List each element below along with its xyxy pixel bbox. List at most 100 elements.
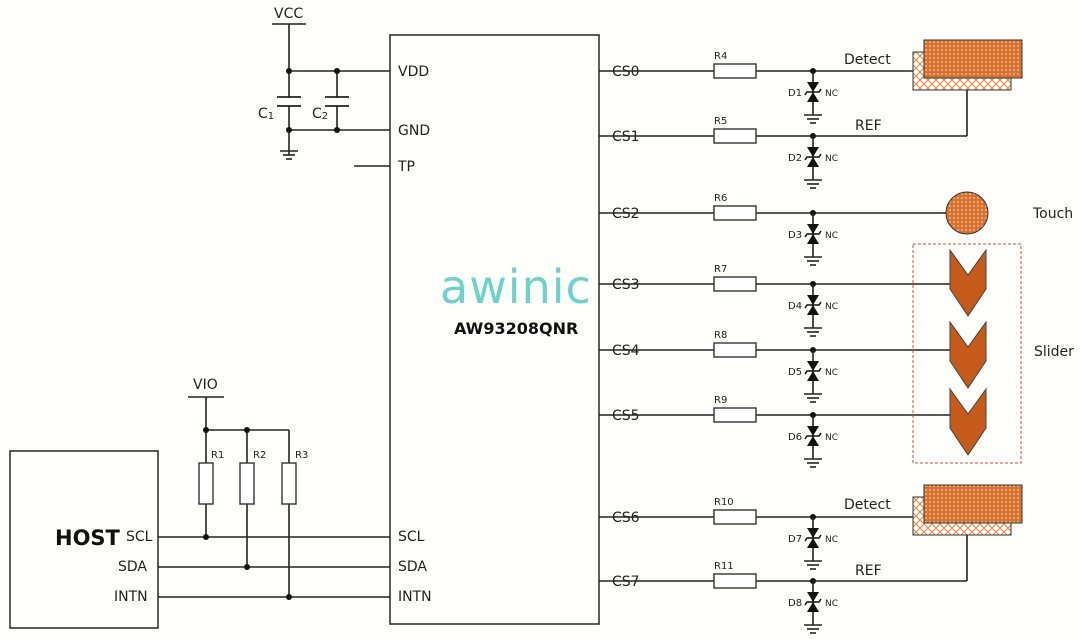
pin-cs6: CS6 — [612, 510, 640, 526]
ground-icon — [803, 560, 823, 570]
vcc-label: VCC — [274, 6, 303, 22]
ground-icon — [803, 327, 823, 337]
pin-cs2: CS2 — [612, 206, 640, 222]
resistor-r1 — [198, 462, 214, 505]
nc-label: NC — [825, 535, 838, 545]
pin-cs3: CS3 — [612, 277, 640, 293]
ground-icon — [803, 393, 823, 403]
slider-segment-3 — [949, 387, 987, 456]
ground-icon — [803, 114, 823, 124]
vio-label: VIO — [193, 377, 218, 393]
tvs-diode-icon — [804, 360, 822, 382]
tvs-diode-icon — [804, 591, 822, 613]
resistor-label: R5 — [714, 116, 727, 127]
diode-label: D5 — [788, 367, 802, 378]
slider-segment-1 — [949, 248, 987, 317]
diode-label: D4 — [788, 301, 802, 312]
resistor-label: R4 — [714, 51, 727, 62]
resistor-label: R8 — [714, 330, 727, 341]
diode-label: D2 — [788, 153, 802, 164]
ref-label-1: REF — [855, 118, 882, 134]
pin-cs5: CS5 — [612, 408, 640, 424]
chip-brand-logo: awinic — [440, 260, 592, 314]
host-label: HOST — [55, 526, 121, 550]
diode-label: D7 — [788, 534, 802, 545]
resistor-label: R10 — [714, 497, 734, 508]
ground-icon — [803, 179, 823, 189]
tvs-diode-icon — [804, 294, 822, 316]
host-pin-intn: INTN — [114, 589, 148, 605]
series-resistor — [713, 509, 757, 525]
ground-icon — [803, 624, 823, 634]
resistor-label: R11 — [714, 561, 734, 572]
series-resistor — [713, 63, 757, 79]
ref-label-2: REF — [855, 563, 882, 579]
tvs-diode-icon — [804, 223, 822, 245]
chip-part-number: AW93208QNR — [454, 319, 578, 338]
pin-intn: INTN — [398, 589, 432, 605]
host-box — [9, 450, 159, 629]
series-resistor — [713, 573, 757, 589]
pin-sda: SDA — [398, 559, 427, 575]
series-resistor — [713, 407, 757, 423]
r1-label: R1 — [211, 450, 224, 461]
nc-label: NC — [825, 368, 838, 378]
resistor-label: R9 — [714, 395, 727, 406]
diode-label: D6 — [788, 432, 802, 443]
r2-label: R2 — [253, 450, 266, 461]
host-pin-scl: SCL — [126, 529, 153, 545]
resistor-r3 — [281, 462, 297, 505]
r3-label: R3 — [295, 450, 308, 461]
nc-label: NC — [825, 89, 838, 99]
resistor-label: R7 — [714, 264, 727, 275]
resistor-r2 — [239, 462, 255, 505]
nc-label: NC — [825, 599, 838, 609]
touch-label: Touch — [1032, 206, 1073, 222]
nc-label: NC — [825, 154, 838, 164]
pin-cs0: CS0 — [612, 64, 640, 80]
series-resistor — [713, 205, 757, 221]
ground-icon — [803, 458, 823, 468]
detect-label-2: Detect — [844, 497, 891, 513]
touch-button-electrode — [945, 191, 989, 235]
chip-body — [389, 34, 600, 625]
nc-label: NC — [825, 433, 838, 443]
pin-tp: TP — [397, 159, 415, 175]
slider-label: Slider — [1034, 344, 1074, 360]
slider-segment-2 — [949, 320, 987, 389]
diode-label: D3 — [788, 230, 802, 241]
series-resistor — [713, 128, 757, 144]
tvs-diode-icon — [804, 81, 822, 103]
detect-label-1: Detect — [844, 52, 891, 68]
host-pin-sda: SDA — [118, 559, 147, 575]
slider-outline — [912, 243, 1022, 464]
series-resistor — [713, 276, 757, 292]
diode-label: D1 — [788, 88, 802, 99]
pin-gnd: GND — [398, 123, 430, 139]
tvs-diode-icon — [804, 146, 822, 168]
detect-electrode-2 — [923, 484, 1023, 524]
nc-label: NC — [825, 302, 838, 312]
c1-label: C1 — [258, 106, 274, 122]
pin-scl: SCL — [398, 529, 425, 545]
nc-label: NC — [825, 231, 838, 241]
tvs-diode-icon — [804, 527, 822, 549]
c2-label: C2 — [312, 106, 328, 122]
series-resistor — [713, 342, 757, 358]
pin-cs1: CS1 — [612, 129, 640, 145]
detect-electrode-1 — [923, 39, 1023, 79]
pin-cs7: CS7 — [612, 574, 640, 590]
pin-cs4: CS4 — [612, 343, 640, 359]
pin-vdd: VDD — [398, 64, 429, 80]
diode-label: D8 — [788, 598, 802, 609]
ground-icon — [803, 256, 823, 266]
